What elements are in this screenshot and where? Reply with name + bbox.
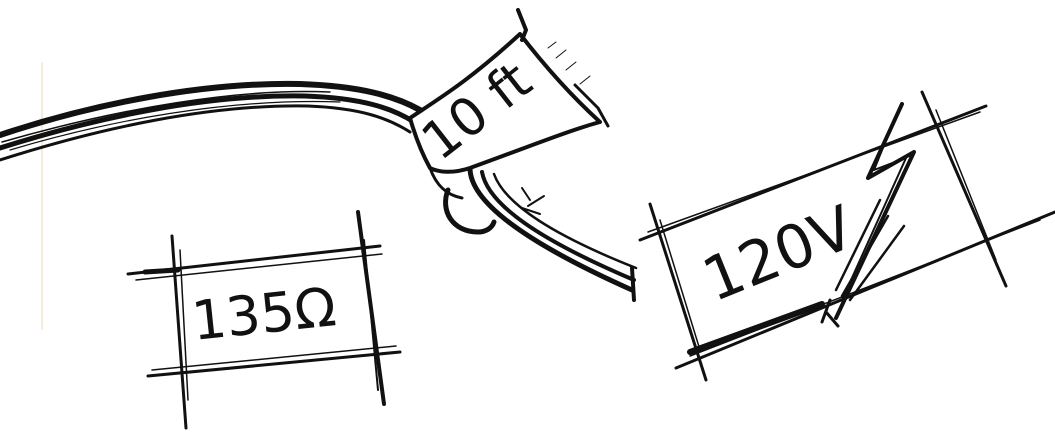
resistance-label: 135Ω [189, 275, 339, 353]
voltage-label: 120V [693, 193, 863, 316]
cable-sketch-icon [0, 84, 420, 160]
cable-tail [470, 168, 636, 300]
